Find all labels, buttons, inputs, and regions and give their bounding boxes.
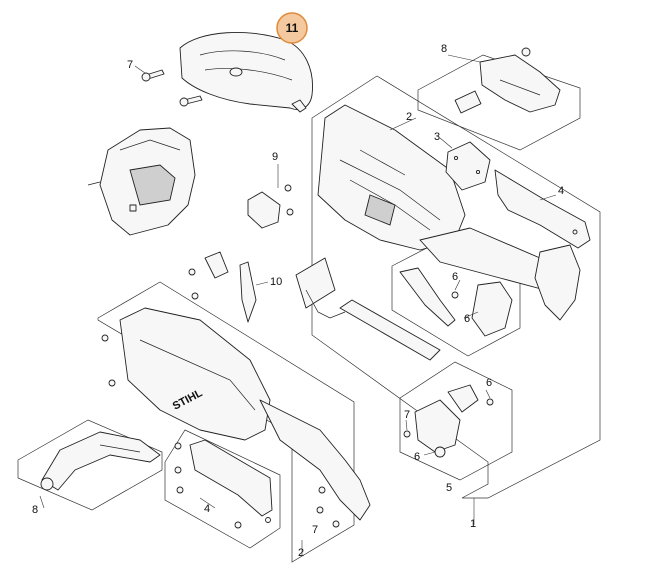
callout-8-top: 8 <box>441 43 447 55</box>
main-housing-part-2[interactable] <box>317 104 466 251</box>
accessory-part-8[interactable] <box>454 47 561 114</box>
lower-housing-shell[interactable]: STIHL <box>119 307 371 521</box>
plate-part-3[interactable] <box>445 141 491 191</box>
callout-8-bottom: 8 <box>32 504 38 516</box>
screws-lower[interactable] <box>101 334 411 529</box>
strip-part-4-right[interactable] <box>494 169 591 249</box>
screw-7-top[interactable] <box>141 69 165 82</box>
callout-4-right: 4 <box>558 185 564 197</box>
cover-part-4-lower[interactable] <box>189 439 273 523</box>
callout-6-a: 6 <box>452 271 458 283</box>
drive-assembly-part-5[interactable] <box>414 384 494 458</box>
callout-6-d: 6 <box>414 451 420 463</box>
callout-6-b: 6 <box>464 313 470 325</box>
callout-7-mid: 7 <box>404 409 410 421</box>
drive-shaft-tube[interactable] <box>339 227 581 361</box>
bracket-part-9[interactable] <box>247 184 294 229</box>
callout-7-bottom: 7 <box>312 524 318 536</box>
screw-top-lower[interactable] <box>179 95 203 107</box>
frame-accessory-8 <box>417 54 581 151</box>
callout-4-bottom: 4 <box>204 503 210 515</box>
callout-10: 10 <box>270 276 282 288</box>
callout-3: 3 <box>434 131 440 143</box>
highlight-callout-circle <box>276 12 308 44</box>
callout-2-top: 2 <box>406 111 412 123</box>
leader-lines <box>39 54 557 555</box>
frame-drive-assembly-5 <box>399 361 513 481</box>
handle-part-8[interactable] <box>40 431 161 491</box>
circuit-board[interactable] <box>295 257 346 319</box>
callout-11: 11 <box>286 21 299 35</box>
clips-part-10[interactable] <box>188 251 257 323</box>
inner-parts-6[interactable] <box>399 267 513 337</box>
callout-9: 9 <box>272 151 278 163</box>
frame-handle-8 <box>17 419 163 511</box>
frame-cover-4 <box>164 429 281 549</box>
callout-1: 1 <box>470 518 476 530</box>
callout-5: 5 <box>446 482 452 494</box>
callout-7-top: 7 <box>127 59 133 71</box>
left-housing-shell[interactable] <box>87 127 196 236</box>
top-cover-part[interactable] <box>179 32 313 113</box>
callout-6-c: 6 <box>486 377 492 389</box>
callout-2-bottom: 2 <box>298 547 304 559</box>
